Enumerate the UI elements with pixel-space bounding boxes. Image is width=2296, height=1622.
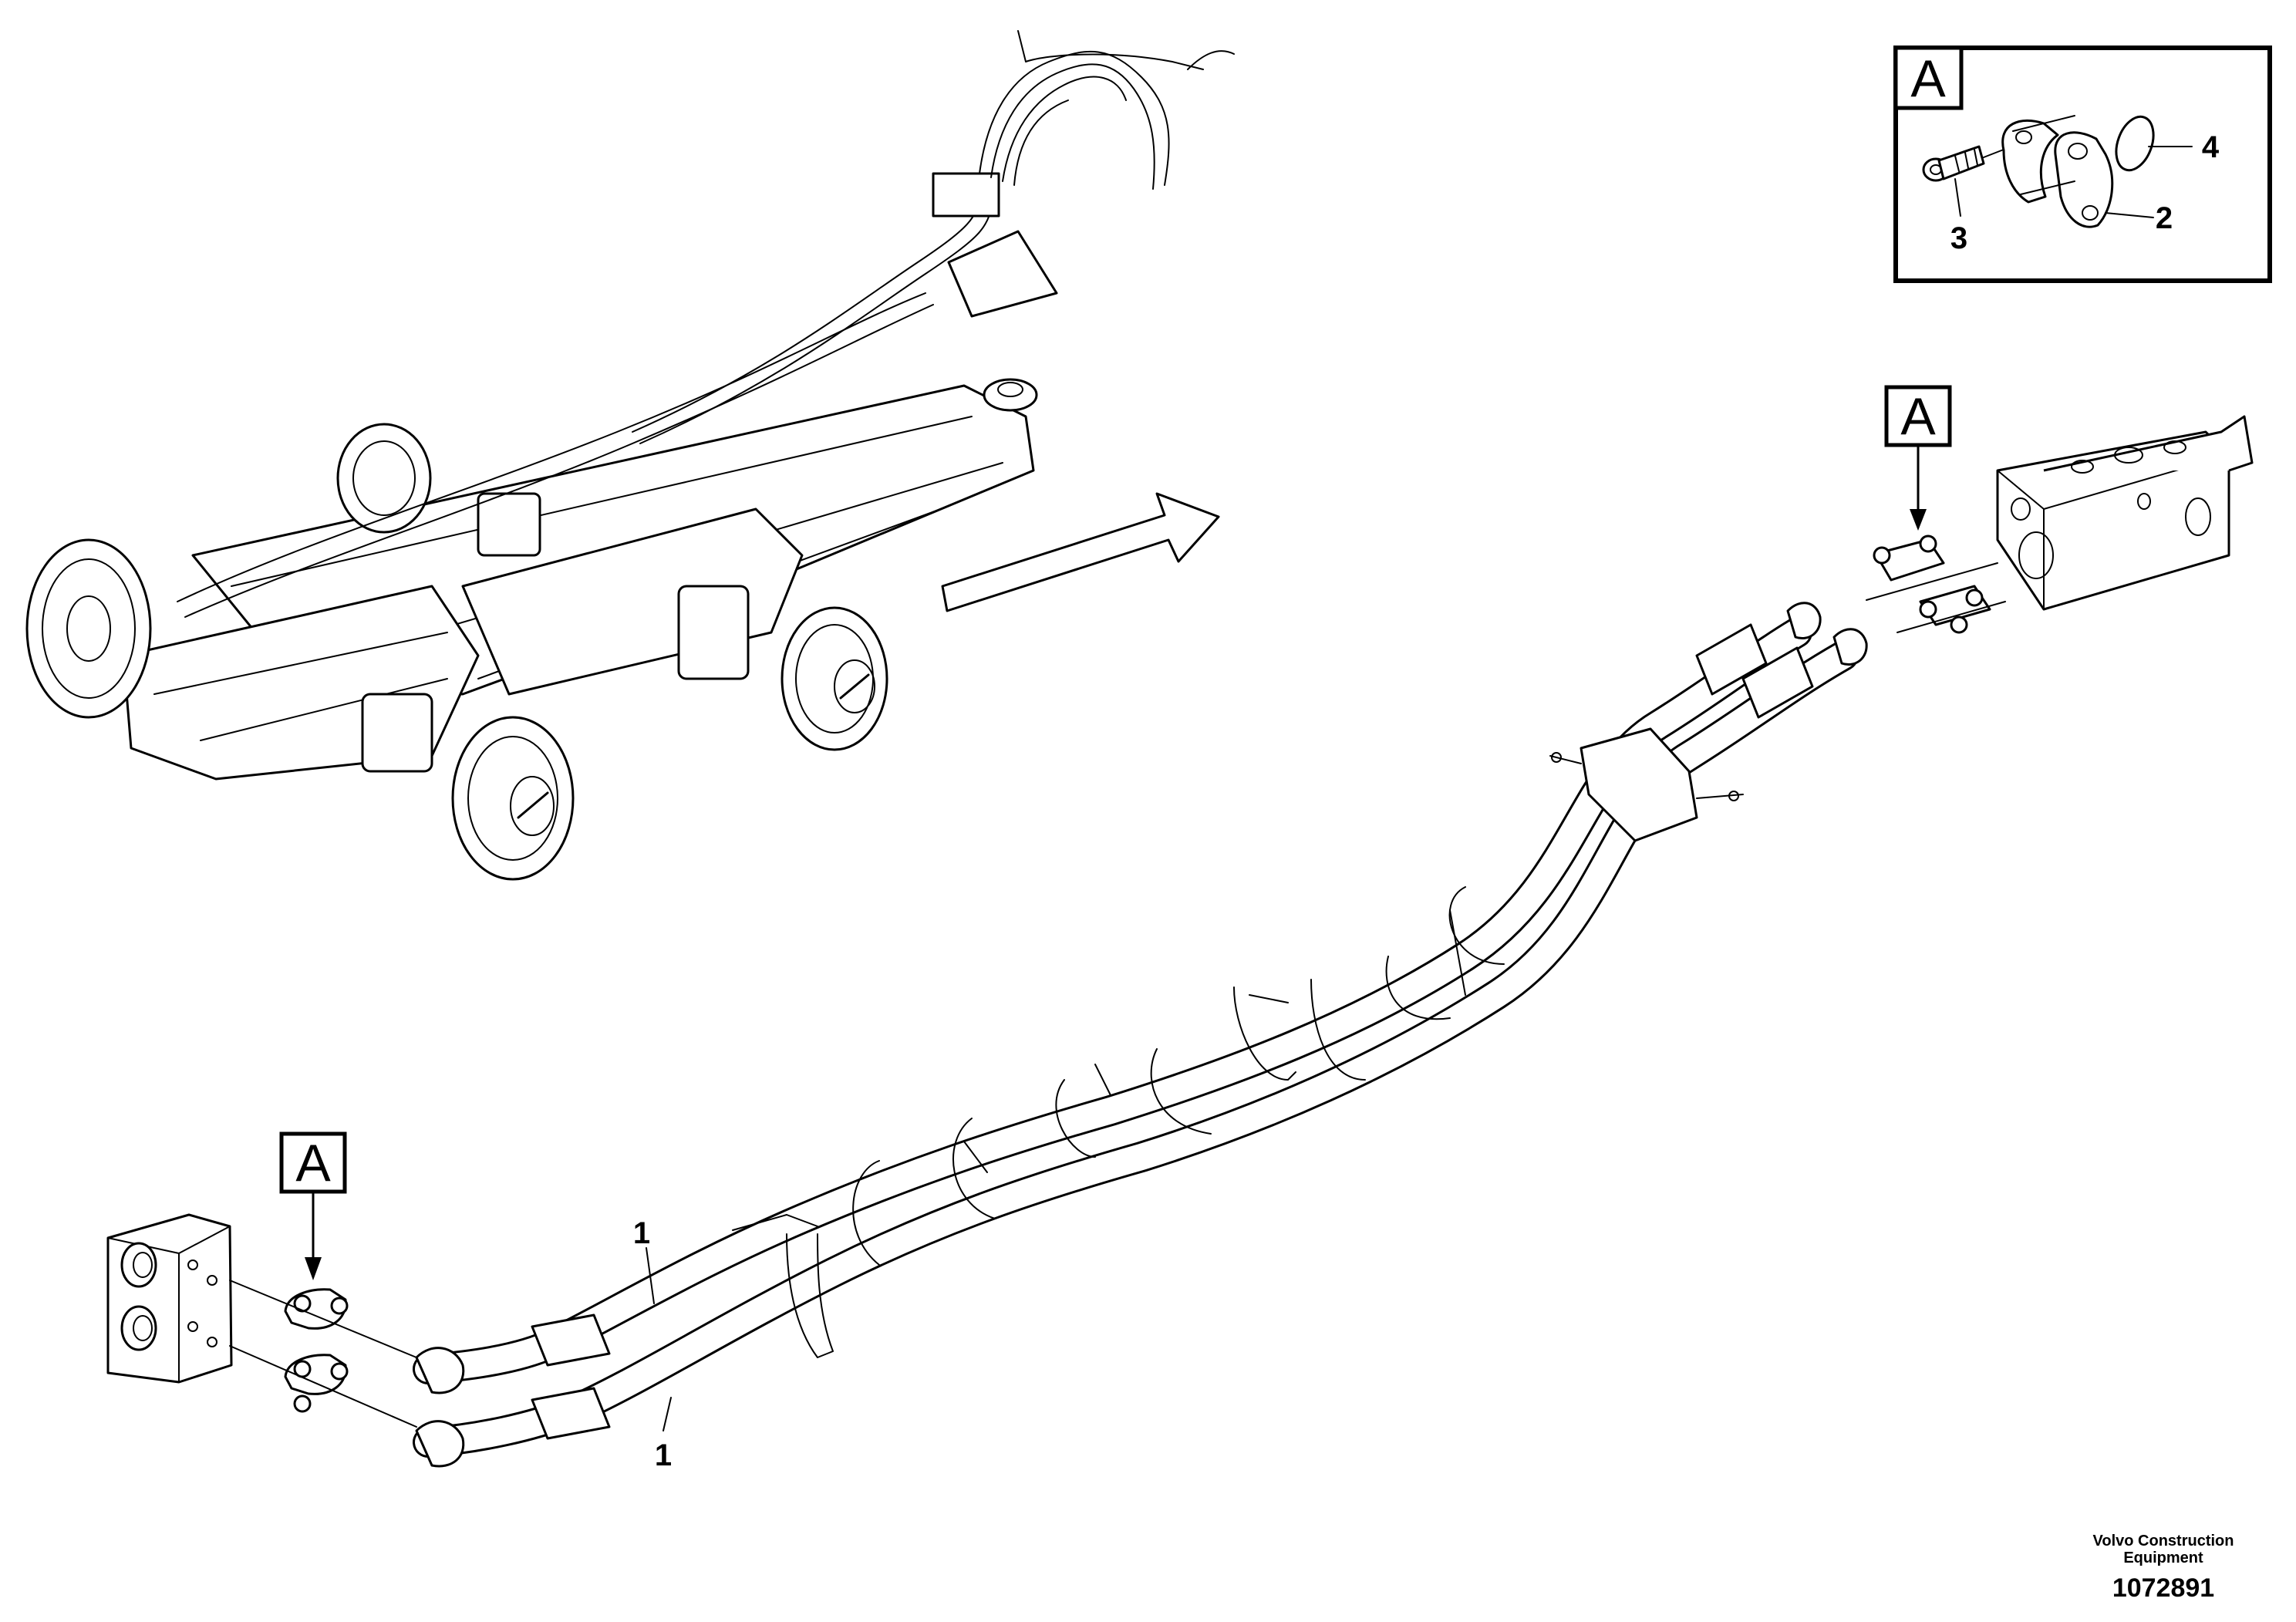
callout-hose-lower: 1 [655, 1438, 672, 1472]
brand-name: Volvo Construction Equipment [2079, 1533, 2248, 1566]
flange-half-lower [2054, 131, 2114, 228]
part-number: 1072891 [2112, 1573, 2215, 1603]
o-ring-part [2115, 115, 2155, 172]
brand-line-2: Equipment [2123, 1549, 2203, 1566]
detail-box-a: A 4 2 3 [1893, 46, 2272, 283]
wheel-hub-front-left [336, 423, 432, 534]
callout-hose-upper: 1 [633, 1216, 650, 1250]
direction-arrow [941, 492, 1220, 612]
callout-flange-half: 2 [2156, 201, 2173, 235]
flange-right [1866, 534, 2006, 634]
valve-block-right [1996, 415, 2254, 611]
valve-block-left [106, 1213, 233, 1384]
wheel-hub-rear-right [451, 716, 575, 881]
wheel-hub-front-right [781, 606, 888, 751]
view-marker-left: A [279, 1131, 347, 1280]
callout-o-ring: 4 [2202, 130, 2220, 164]
svg-text:A: A [295, 1134, 331, 1192]
callout-screw: 3 [1950, 221, 1967, 255]
wheel-hub-rear-left [25, 538, 152, 719]
svg-text:A: A [1900, 387, 1936, 446]
screw-part [1922, 145, 2012, 182]
hose-assembly [413, 602, 1868, 1468]
flange-half-upper [2001, 119, 2059, 204]
detail-box-label: A [1910, 49, 1946, 108]
chassis-overview [25, 30, 1235, 881]
brand-line-1: Volvo Construction [2092, 1533, 2234, 1549]
flange-left [229, 1280, 417, 1428]
view-marker-right: A [1884, 385, 1952, 531]
